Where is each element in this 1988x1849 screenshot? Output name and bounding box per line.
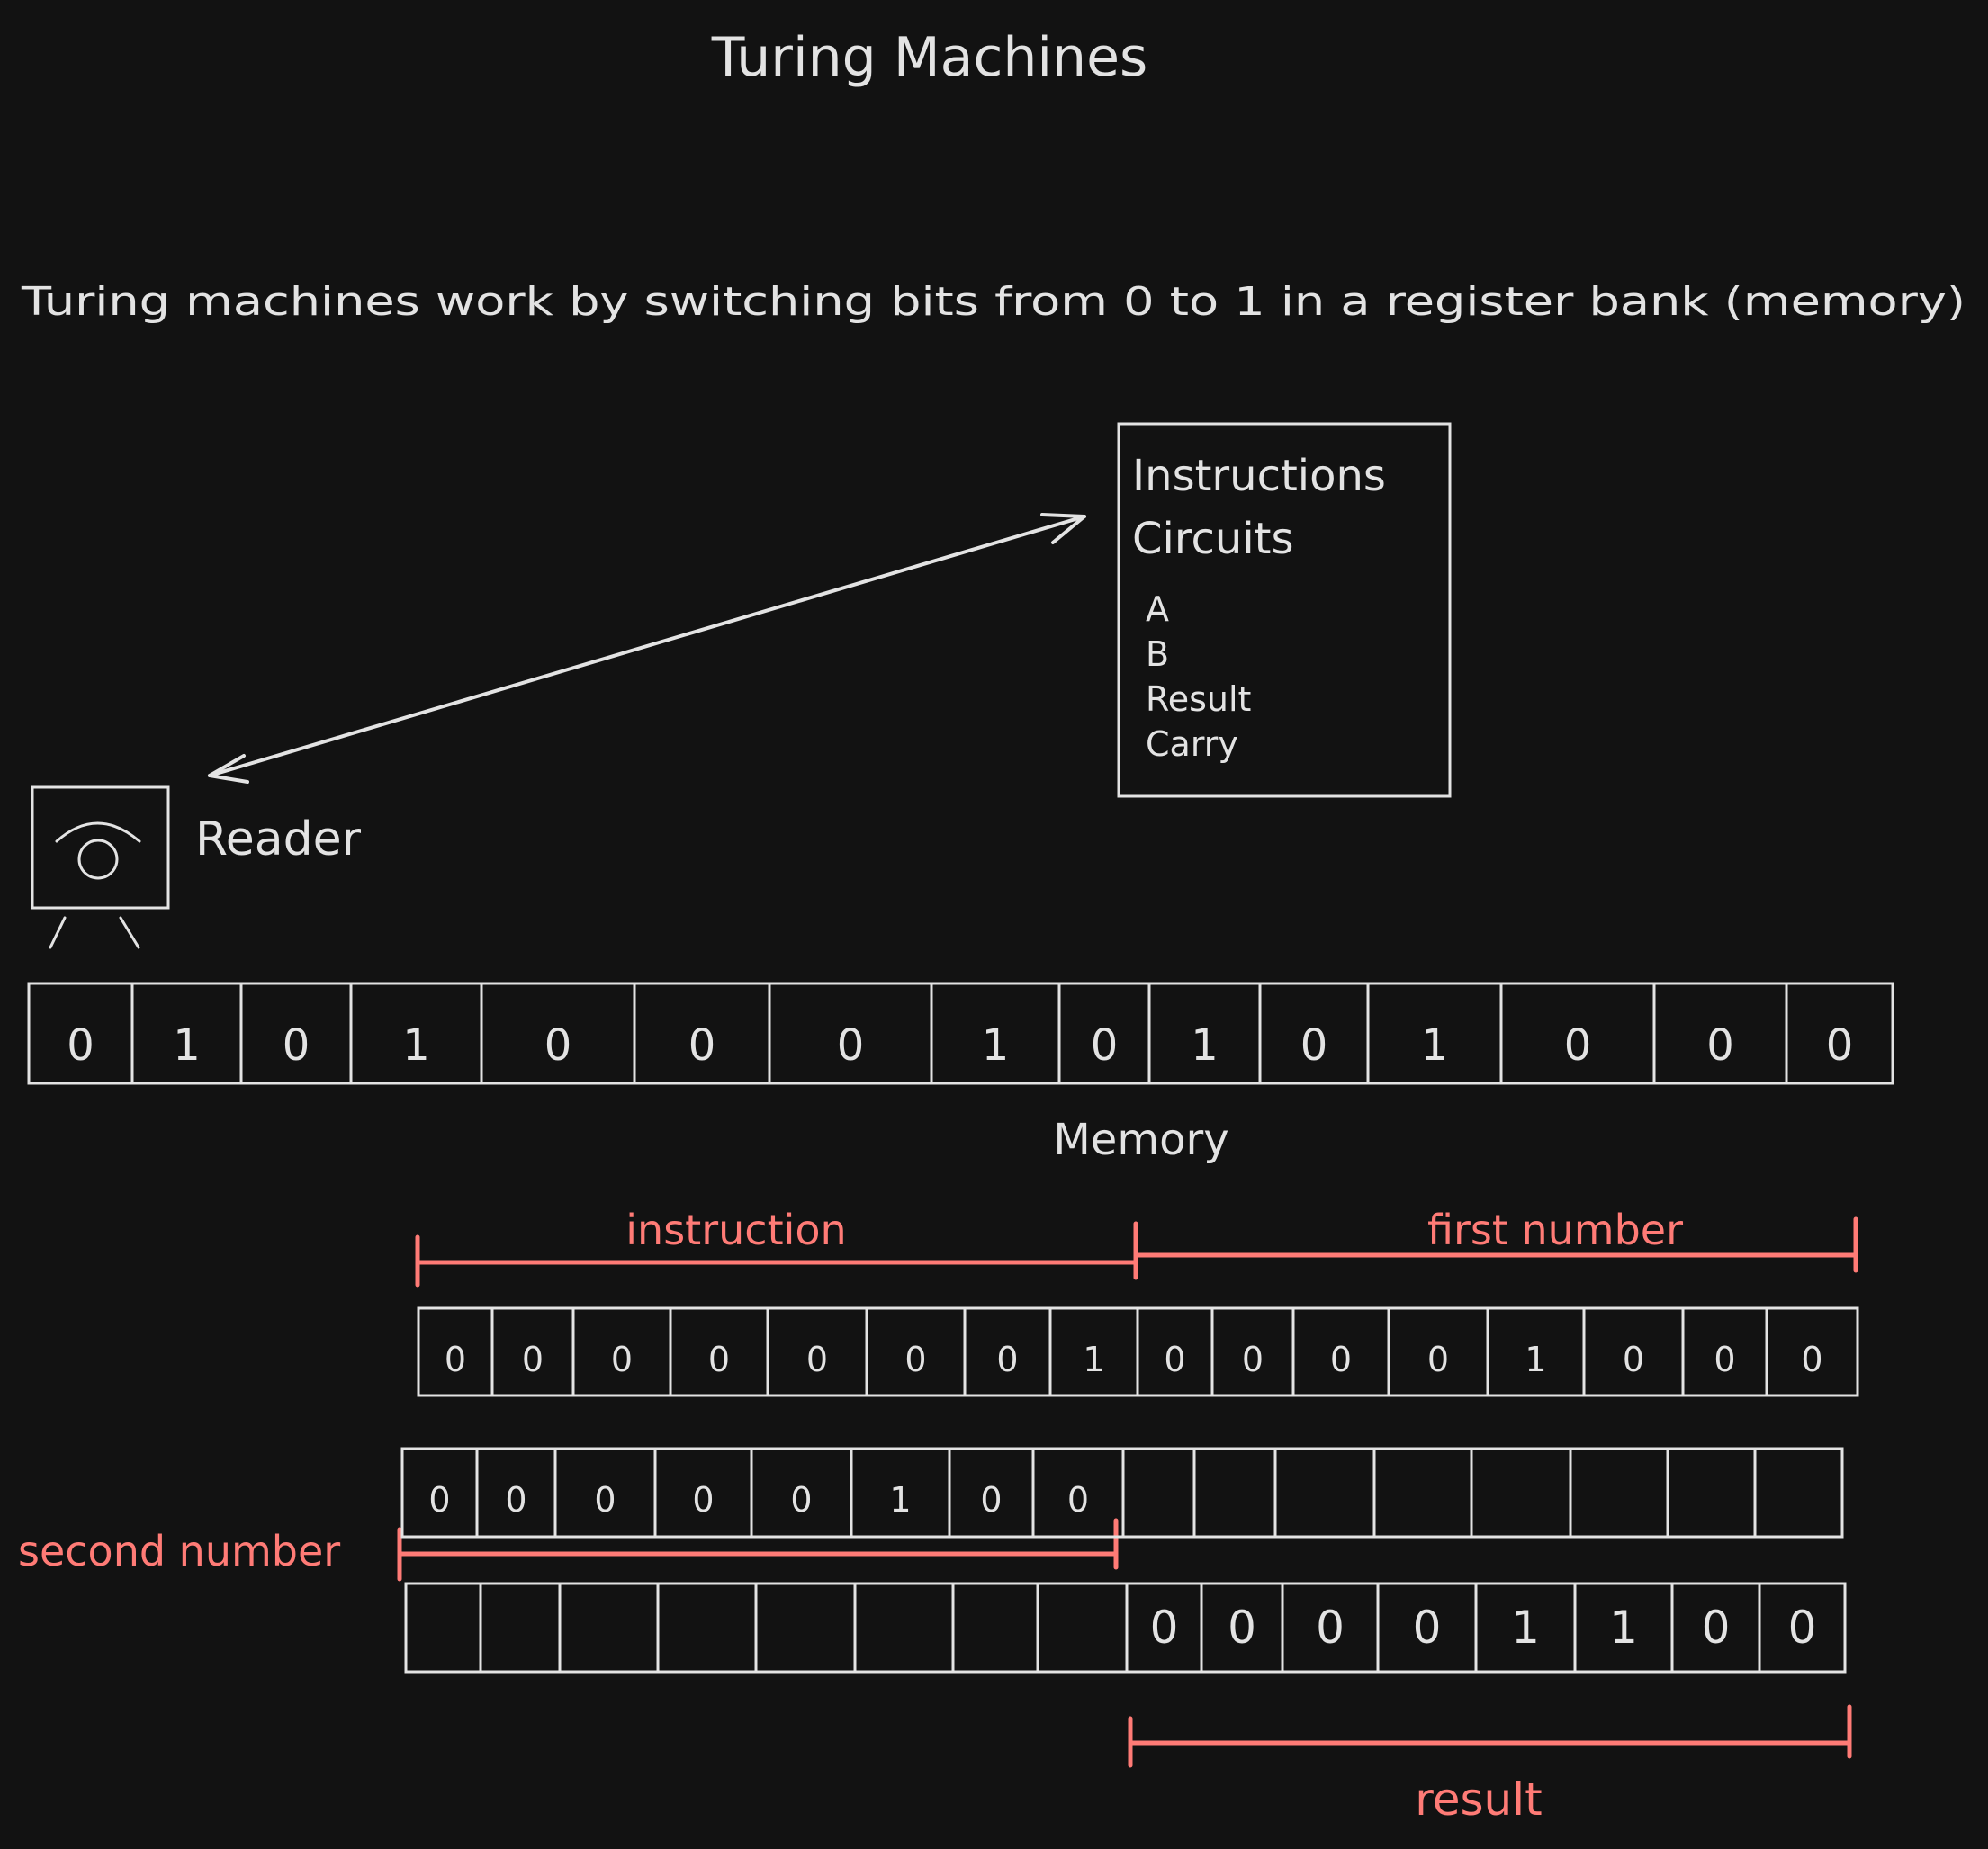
- reader-label: Reader: [195, 812, 362, 866]
- memory-cell-bit: 0: [1706, 1020, 1734, 1071]
- memory-tape: 0 1 0 1 0 0 0 1 0 1 0 1 0 0 0: [27, 982, 1894, 1085]
- instructions-heading: Instructions: [1132, 451, 1386, 501]
- register-row-2-cells: 0 0 0 0 0 1 0 0: [428, 1449, 1757, 1537]
- eye-icon: [31, 785, 170, 949]
- circuits-heading: Circuits: [1132, 514, 1294, 564]
- memory-cell-bit: 0: [837, 1020, 865, 1071]
- memory-cell-bit: 1: [173, 1020, 201, 1071]
- memory-cell-bit: 0: [544, 1020, 572, 1071]
- register-row-1-cell-bit: 0: [1164, 1340, 1185, 1379]
- instructions-box-frame: [1117, 422, 1452, 798]
- first-number-bracket: [1133, 1216, 1858, 1273]
- second-number-label: second number: [18, 1527, 340, 1575]
- register-row-2-cell-bit: 0: [594, 1480, 616, 1520]
- register-row-1-cell-bit: 0: [806, 1340, 828, 1379]
- memory-cell-bit: 0: [1091, 1020, 1119, 1071]
- register-row-3-cell-bit: 0: [1316, 1602, 1345, 1654]
- result-bracket: [1128, 1704, 1852, 1768]
- memory-cell-bit: 0: [1300, 1020, 1328, 1071]
- register-row-1-cell-bit: 0: [996, 1340, 1018, 1379]
- register-row-1-cell-bit: 0: [708, 1340, 730, 1379]
- register-row-3-cell-bit: 0: [1702, 1602, 1731, 1654]
- register-row-1-cell-bit: 0: [1714, 1340, 1735, 1379]
- register-row-3-cell-bit: 1: [1511, 1602, 1540, 1654]
- register-row-3-cell-bit: 0: [1150, 1602, 1179, 1654]
- memory-cell-bit: 0: [1564, 1020, 1592, 1071]
- memory-cell-bit: 1: [402, 1020, 430, 1071]
- result-label: result: [1415, 1773, 1542, 1826]
- instruction-label: instruction: [625, 1206, 846, 1254]
- instruction-bracket: [415, 1221, 1138, 1288]
- memory-cells: 0 1 0 1 0 0 0 1 0 1 0 1 0 0 0: [67, 983, 1853, 1083]
- memory-cell-bit: 0: [67, 1020, 94, 1071]
- register-row-1-cell-bit: 0: [611, 1340, 633, 1379]
- memory-tape-frame: [27, 982, 1894, 1085]
- register-row-2: 0 0 0 0 0 1 0 0: [400, 1447, 1844, 1539]
- memory-cell-bit: 0: [1826, 1020, 1854, 1071]
- reader: Reader: [31, 785, 362, 949]
- register-row-3-cell-bit: 0: [1413, 1602, 1442, 1654]
- register-row-2-cell-bit: 0: [692, 1480, 714, 1520]
- register-row-2-cell-bit: 0: [428, 1480, 450, 1520]
- circuit-item-a: A: [1146, 589, 1169, 629]
- circuit-item-b: B: [1146, 634, 1169, 674]
- memory-label: Memory: [1053, 1115, 1228, 1165]
- register-row-2-cell-bit: 1: [889, 1480, 911, 1520]
- register-row-1-cell-bit: 0: [1623, 1340, 1644, 1379]
- register-row-3-cell-bit: 0: [1788, 1602, 1817, 1654]
- register-row-2-cell-bit: 0: [1067, 1480, 1089, 1520]
- memory-cell-bit: 0: [688, 1020, 716, 1071]
- register-row-1-cell-bit: 0: [1427, 1340, 1449, 1379]
- instructions-box: Instructions Circuits A B Result Carry: [1117, 422, 1452, 798]
- memory-cell-bit: 1: [982, 1020, 1010, 1071]
- first-number-label: first number: [1427, 1206, 1683, 1254]
- circuit-item-result: Result: [1146, 679, 1251, 719]
- register-row-1-cells: 0 0 0 0 0 0 0 1 0 0 0 0 1 0 0 0: [445, 1308, 1823, 1396]
- page-title: Turing Machines: [711, 26, 1148, 89]
- memory-cell-bit: 1: [1191, 1020, 1219, 1071]
- circuit-item-carry: Carry: [1146, 724, 1238, 764]
- register-row-1-cell-bit: 0: [1330, 1340, 1352, 1379]
- register-row-2-cell-bit: 0: [980, 1480, 1002, 1520]
- page-subtitle: Turing machines work by switching bits f…: [21, 279, 1966, 325]
- second-number-bracket: [397, 1518, 1119, 1582]
- register-row-1-cell-bit: 0: [522, 1340, 544, 1379]
- memory-cell-bit: 0: [283, 1020, 310, 1071]
- register-row-2-cell-bit: 0: [790, 1480, 812, 1520]
- register-row-1-cell-bit: 0: [904, 1340, 926, 1379]
- register-row-2-cell-bit: 0: [505, 1480, 526, 1520]
- register-row-3-cell-bit: 1: [1609, 1602, 1638, 1654]
- register-row-1-cell-bit: 1: [1525, 1340, 1546, 1379]
- register-row-1-cell-bit: 0: [445, 1340, 466, 1379]
- register-row-3-cell-bit: 0: [1228, 1602, 1256, 1654]
- register-row-1-cell-bit: 1: [1083, 1340, 1104, 1379]
- memory-cell-bit: 1: [1421, 1020, 1449, 1071]
- register-row-1-cell-bit: 0: [1242, 1340, 1264, 1379]
- register-row-1: 0 0 0 0 0 0 0 1 0 0 0 0 1 0 0 0: [417, 1306, 1859, 1397]
- reader-instructions-arrow: [208, 513, 1086, 784]
- register-row-1-cell-bit: 0: [1801, 1340, 1822, 1379]
